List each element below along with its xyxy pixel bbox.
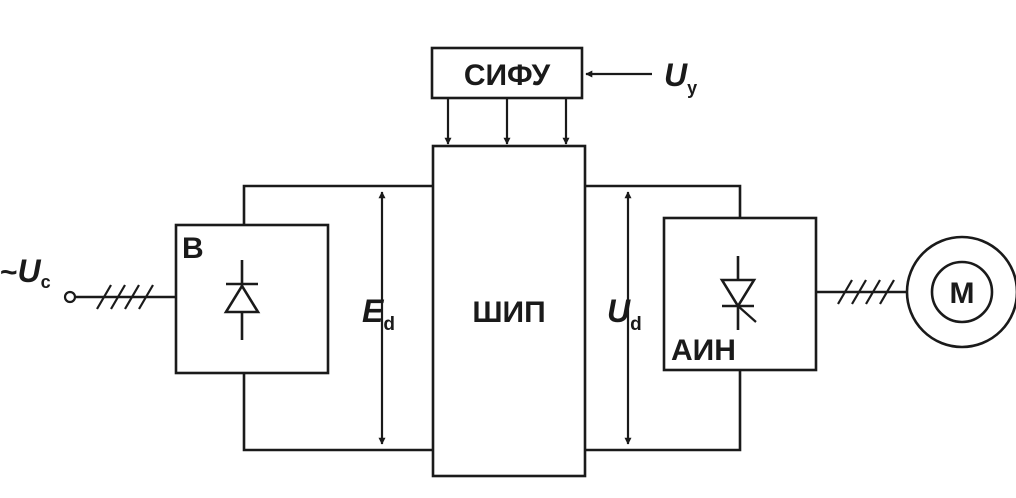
control-system-label: СИФУ <box>464 59 551 92</box>
control-voltage-label: Uу <box>664 57 697 98</box>
pulse-converter-block <box>431 144 587 478</box>
inverter-label: АИН <box>671 334 736 367</box>
dc-link-top-right <box>585 184 742 218</box>
diode-icon <box>223 260 261 340</box>
dc-output-voltage-label: Ud <box>607 293 642 335</box>
control-system-block <box>430 46 584 100</box>
supply-terminal <box>63 290 77 304</box>
thyristor-icon <box>719 256 757 330</box>
motor-inner-circle <box>930 260 994 324</box>
three-phase-marks-output <box>837 279 895 305</box>
dc-link-bottom-right <box>585 370 742 452</box>
dc-link-top-left <box>242 184 433 225</box>
motor-label: М <box>950 277 975 310</box>
rectifier-block <box>174 223 330 375</box>
three-phase-marks-input <box>96 284 154 310</box>
dc-input-voltage-label: Ed <box>362 293 395 335</box>
pulse-converter-label: ШИП <box>472 296 545 329</box>
dc-link-bottom-left <box>242 373 433 452</box>
rectifier-label: В <box>182 232 204 265</box>
supply-voltage-label: ~Uс <box>0 253 51 292</box>
